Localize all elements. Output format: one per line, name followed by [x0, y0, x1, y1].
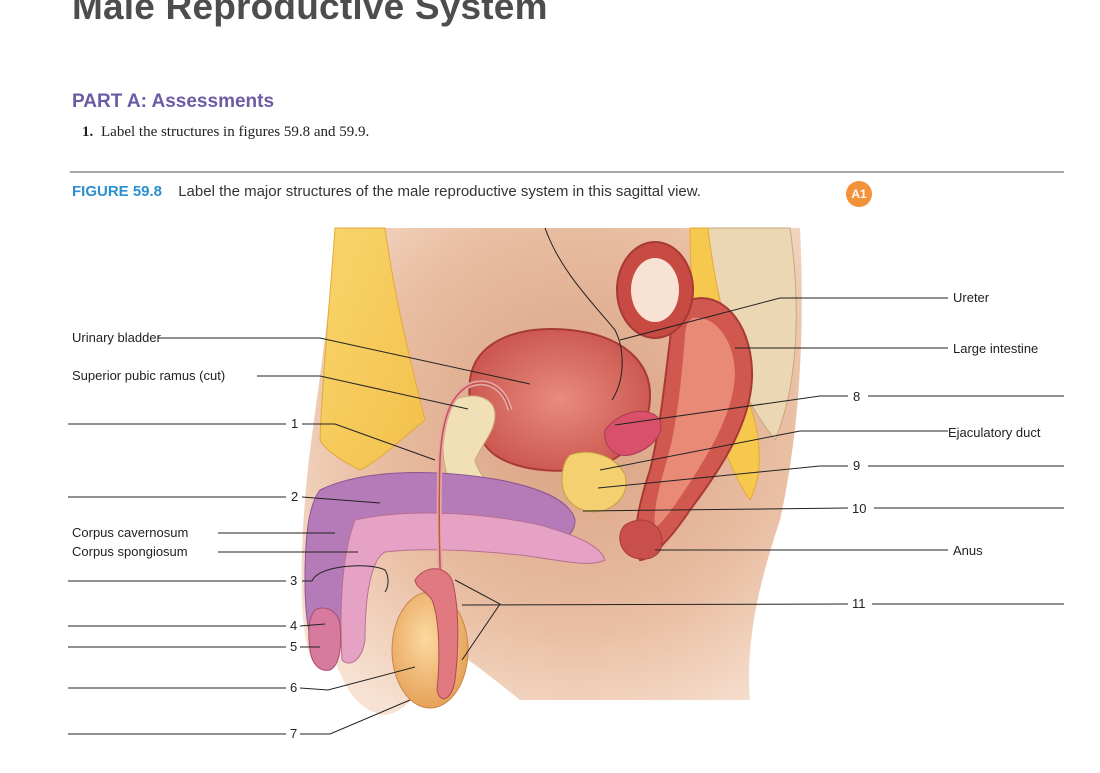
leader-1	[302, 423, 436, 461]
number-5: 5	[290, 639, 297, 654]
number-9: 9	[853, 458, 860, 473]
ureter-line	[544, 227, 623, 401]
number-8: 8	[853, 389, 860, 404]
label-large-intestine: Large intestine	[953, 341, 1038, 356]
number-7: 7	[290, 726, 297, 741]
assessment-badge: A1	[846, 181, 872, 207]
number-1: 1	[291, 416, 298, 431]
number-11: 11	[852, 596, 866, 611]
label-anus: Anus	[953, 543, 983, 558]
instruction-text: Label the structures in figures 59.8 and…	[101, 124, 370, 140]
anatomy-illustration	[301, 227, 802, 715]
instruction-number: 1.	[82, 124, 94, 140]
leader-6	[299, 666, 416, 691]
leader-ureter	[619, 297, 948, 341]
number-2: 2	[291, 489, 298, 504]
leader-3	[302, 565, 389, 593]
leader-7	[300, 699, 411, 735]
figure-caption: FIGURE 59.8 Label the major structures o…	[72, 183, 701, 200]
epididymis	[414, 568, 459, 700]
leader-10	[582, 507, 849, 512]
number-3: 3	[290, 573, 297, 588]
left-named-labels: Urinary bladder Superior pubic ramus (cu…	[72, 330, 531, 559]
number-6: 6	[290, 680, 297, 695]
large-intestine-lumen	[654, 317, 735, 528]
glans	[308, 607, 342, 671]
label-corpus-cavernosum: Corpus cavernosum	[72, 525, 188, 540]
number-10: 10	[852, 501, 866, 516]
prostate	[561, 451, 627, 513]
figure-number: FIGURE 59.8	[72, 183, 163, 200]
left-numbered-labels: 1 2 3 4 5 6 7	[68, 416, 436, 741]
label-corpus-spongiosum: Corpus spongiosum	[72, 544, 188, 559]
leader-ejaculatory-duct	[599, 430, 948, 471]
leader-11	[454, 579, 849, 661]
leader-4	[299, 623, 326, 627]
seminal-vesicle	[604, 410, 662, 456]
label-superior-pubic-ramus: Superior pubic ramus (cut)	[72, 368, 225, 383]
label-urinary-bladder: Urinary bladder	[72, 330, 162, 345]
anal-muscle	[619, 519, 663, 560]
colon-loop-inner	[631, 258, 679, 322]
leader-urinary-bladder	[158, 337, 531, 385]
leader-2	[301, 496, 381, 504]
label-ejaculatory-duct: Ejaculatory duct	[948, 425, 1041, 440]
corpus-spongiosum-shape	[340, 512, 606, 664]
instruction: 1. Label the structures in figures 59.8 …	[82, 124, 369, 141]
page-title: Male Reproductive System	[72, 0, 548, 27]
figure-caption-text: Label the major structures of the male r…	[178, 183, 701, 200]
leader-8	[614, 395, 848, 426]
label-ureter: Ureter	[953, 290, 990, 305]
part-heading: PART A: Assessments	[72, 91, 275, 112]
right-numbered-labels: 8 9 10 11	[454, 389, 1064, 661]
section-divider	[70, 171, 1064, 173]
leader-superior-pubic-ramus	[257, 375, 469, 410]
leader-9	[597, 465, 848, 489]
number-4: 4	[290, 618, 297, 633]
right-named-labels: Ureter Large intestine Ejaculatory duct …	[599, 290, 1041, 558]
